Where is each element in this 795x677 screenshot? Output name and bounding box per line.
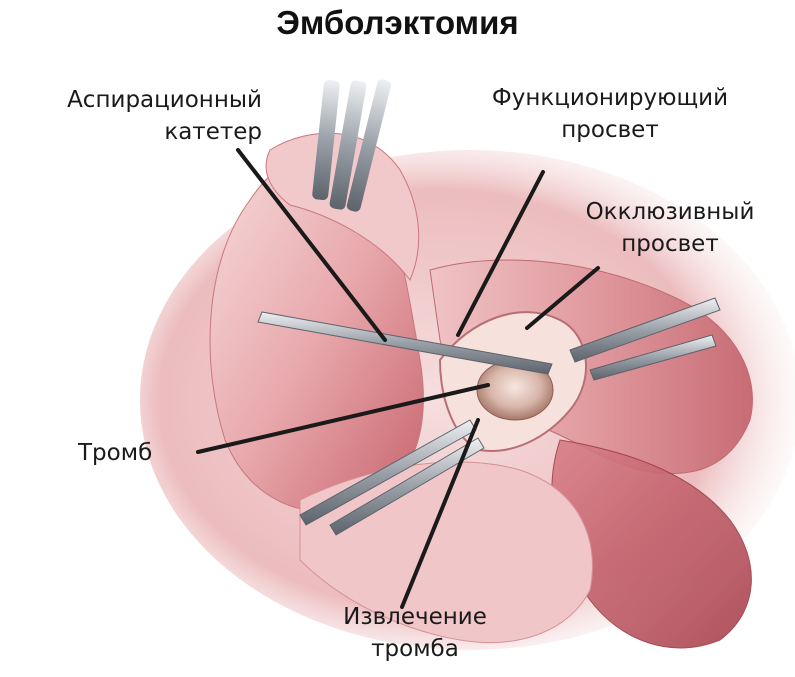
label-occlusive-lumen-line2: просвет [555,228,785,260]
label-thrombus-extraction-line1: Извлечение [300,601,530,633]
label-functional-lumen-line2: просвет [460,114,760,146]
label-thrombus: Тромб [78,437,152,469]
label-aspiration-catheter-line2: катетер [12,116,262,148]
label-functional-lumen: Функционирующий просвет [460,82,760,146]
label-occlusive-lumen-line1: Окклюзивный [555,196,785,228]
label-aspiration-catheter-line1: Аспирационный [12,84,262,116]
label-thrombus-extraction: Извлечение тромба [300,601,530,665]
diagram-title: Эмболэктомия [0,4,795,42]
label-thrombus-line1: Тромб [78,437,152,469]
label-aspiration-catheter: Аспирационный катетер [12,84,262,148]
label-thrombus-extraction-line2: тромба [300,633,530,665]
label-occlusive-lumen: Окклюзивный просвет [555,196,785,260]
label-functional-lumen-line1: Функционирующий [460,82,760,114]
